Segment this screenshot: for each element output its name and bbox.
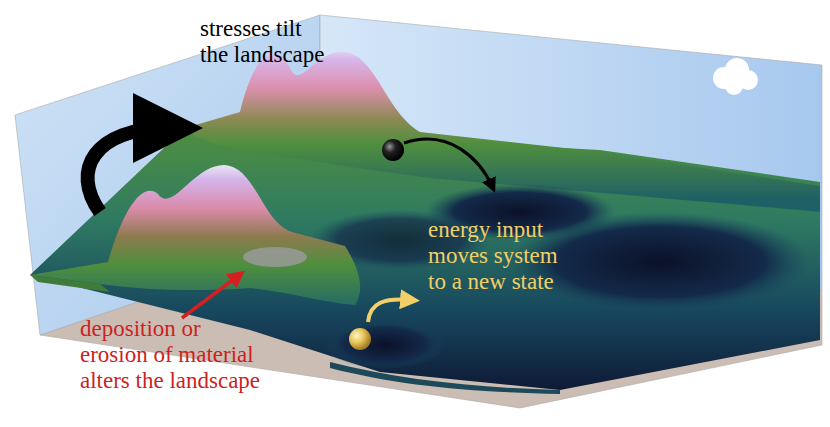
annotation-label: stresses tilt the landscape [200,16,332,68]
front-edge [330,362,560,394]
deposit-patch [243,247,307,267]
gold-ball [349,328,371,350]
roll-arrow [404,139,492,186]
annotation-label: energy input moves system to a new state [428,217,568,295]
deposition-arrow [182,276,238,318]
tilt-arrow [88,128,168,212]
front-ridge [30,165,360,305]
cloud-puff [725,77,743,95]
annotation-label: deposition or erosion of material alters… [80,316,268,394]
front-lip [30,275,110,292]
energy-arrow [368,300,410,322]
black-ball [382,139,404,161]
cloud [713,58,758,95]
valley [325,321,445,369]
